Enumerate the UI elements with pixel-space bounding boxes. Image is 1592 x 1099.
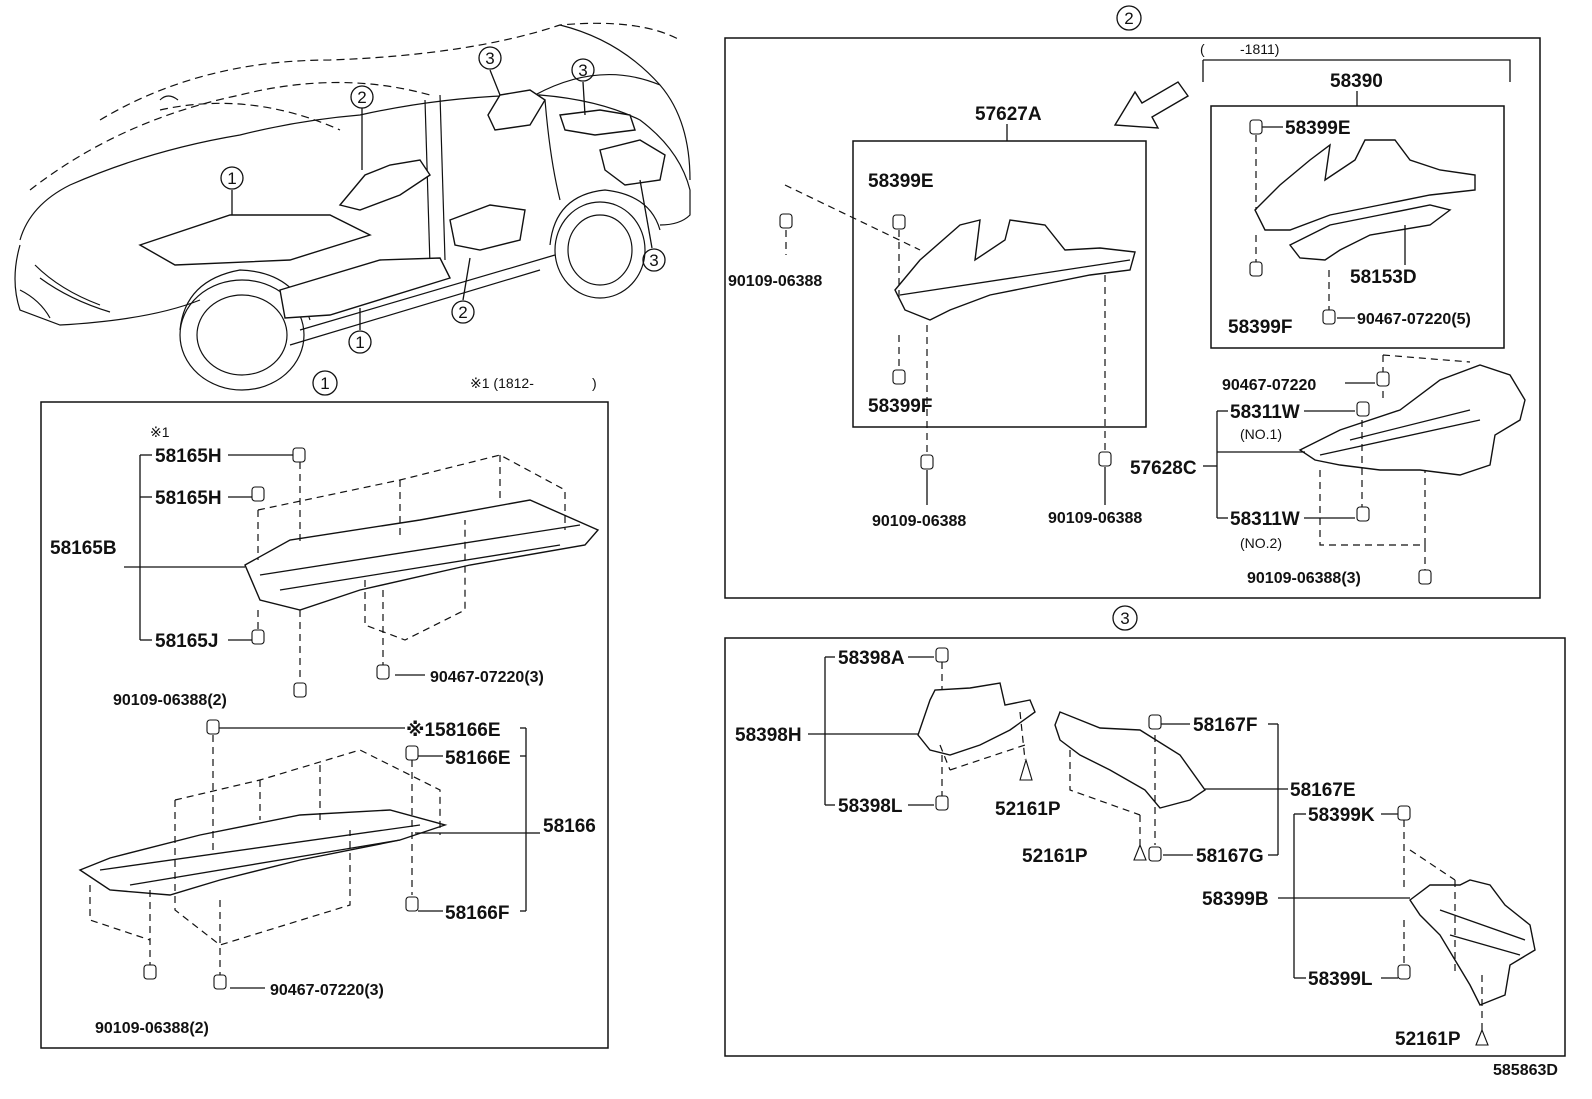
label-58165H-b: 58165H — [155, 488, 222, 509]
drawing-code: 585863D — [1493, 1062, 1558, 1079]
callout-3-b: 3 — [578, 61, 587, 80]
label-90467-07220-3-b: 90467-07220(3) — [270, 982, 384, 999]
label-57627A: 57627A — [975, 104, 1042, 125]
label-58399F-b: 58399F — [1228, 317, 1292, 338]
rear-cover-58399B — [1409, 879, 1536, 1006]
label-58399F-a: 58399F — [868, 396, 932, 417]
callout-1-b: 1 — [355, 333, 364, 352]
label-90467-07220-3-a: 90467-07220(3) — [430, 669, 544, 686]
label-90109-06388-2-b: 90109-06388(2) — [95, 1020, 209, 1037]
box-58390 — [1210, 105, 1505, 349]
label-58398L: 58398L — [838, 796, 903, 817]
section-1: 1 ※1 (1812- ) ※1 58165H 58165H 58165B 58… — [40, 370, 609, 1049]
section-2-frame — [724, 37, 1541, 599]
section-3-frame — [724, 637, 1566, 1057]
section-2-callout: 2 — [1124, 9, 1133, 28]
callout-3-a: 3 — [485, 49, 494, 68]
label-90109-06388-3: 90109-06388(3) — [1247, 570, 1361, 587]
label-58165B: 58165B — [50, 538, 117, 559]
section-2: 2 57627A 58399E 90109-06388 58399F 90109… — [724, 5, 1541, 599]
label-57628C: 57628C — [1130, 458, 1197, 479]
floor-under-cover-front — [78, 809, 448, 896]
label-90109-06388-b: 90109-06388 — [872, 513, 966, 530]
rear-cover-58167E — [1054, 711, 1206, 809]
label-58165H-a: 58165H — [155, 446, 222, 467]
label-58166: 58166 — [543, 816, 596, 837]
callout-1-a: 1 — [227, 169, 236, 188]
callout-2-b: 2 — [458, 303, 467, 322]
label-58398A: 58398A — [838, 648, 905, 669]
label-58390: 58390 — [1330, 71, 1383, 92]
car-overview — [14, 22, 691, 391]
label-58399E-a: 58399E — [868, 171, 934, 192]
label-58167E: 58167E — [1290, 780, 1356, 801]
floor-side-cover-58153D — [1288, 204, 1452, 261]
section-1-frame — [40, 401, 609, 1049]
rear-floor-cover-57628C — [1298, 364, 1526, 476]
note-1812: ※1 (1812- — [470, 375, 534, 391]
view-arrow — [1113, 81, 1190, 129]
note-no1: (NO.1) — [1240, 426, 1282, 442]
label-90467-07220: 90467-07220 — [1222, 377, 1316, 394]
note-no2: (NO.2) — [1240, 535, 1282, 551]
label-58167F: 58167F — [1193, 715, 1257, 736]
callout-2-a: 2 — [357, 88, 366, 107]
label-90109-06388-c: 90109-06388 — [1048, 510, 1142, 527]
overview-callouts: 1 2 3 3 3 2 1 — [220, 46, 666, 354]
mark-1: ※1 — [150, 424, 170, 440]
label-58166E-b: 58166E — [445, 748, 511, 769]
note-1812-close: ) — [592, 375, 597, 391]
label-58167G: 58167G — [1196, 846, 1264, 867]
callout-3-c: 3 — [649, 251, 658, 270]
label-58399L: 58399L — [1308, 969, 1373, 990]
section-3-callout: 3 — [1120, 609, 1129, 628]
label-58166E-a: ※158166E — [406, 720, 501, 741]
floor-side-cover-58390 — [1254, 139, 1476, 231]
section-1-callout: 1 — [320, 374, 329, 393]
label-58399B: 58399B — [1202, 889, 1269, 910]
label-58399K: 58399K — [1308, 805, 1375, 826]
section-3: 3 58398A 58398H 58398L 52161P 58167F 581… — [724, 605, 1566, 1057]
floor-side-cover-57627A — [894, 219, 1136, 321]
engine-under-cover-rear — [244, 499, 600, 611]
label-58399E-b: 58399E — [1285, 118, 1351, 139]
label-58311W-a: 58311W — [1230, 402, 1300, 423]
label-58165J: 58165J — [155, 631, 218, 652]
label-52161P-c: 52161P — [1395, 1029, 1461, 1050]
label-52161P-a: 52161P — [995, 799, 1061, 820]
label-90467-07220-5: 90467-07220(5) — [1357, 311, 1471, 328]
label-90109-06388-2-a: 90109-06388(2) — [113, 692, 227, 709]
label-58311W-b: 58311W — [1230, 509, 1300, 530]
range-1811: -1811) — [1240, 41, 1279, 57]
label-90109-06388-a: 90109-06388 — [728, 273, 822, 290]
label-58166F: 58166F — [445, 903, 509, 924]
label-52161P-b: 52161P — [1022, 846, 1088, 867]
rear-cover-58398H — [917, 682, 1036, 756]
range-open: ( — [1200, 41, 1205, 57]
label-58153D: 58153D — [1350, 267, 1417, 288]
box-57627A — [852, 140, 1147, 428]
label-58398H: 58398H — [735, 725, 802, 746]
